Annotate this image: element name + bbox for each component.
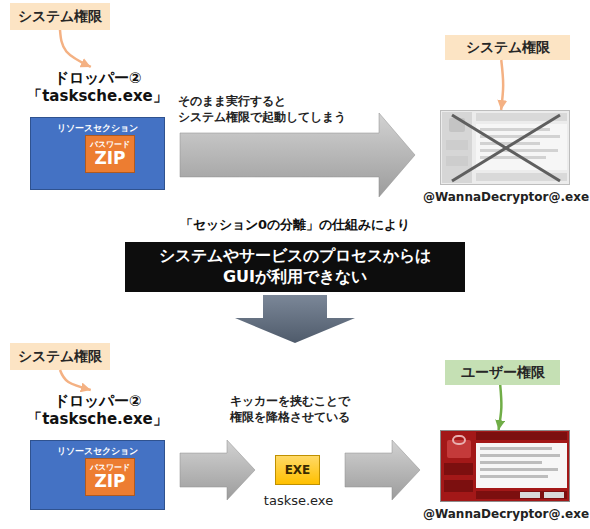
screenshot-faded <box>440 110 570 185</box>
screenshot-box: @WannaDecryptor@.exe <box>440 110 570 185</box>
text-line <box>480 454 560 457</box>
privilege-label: システム権限 <box>18 348 102 366</box>
timer-box <box>444 480 473 492</box>
screen-bg <box>440 110 570 185</box>
privilege-arrow <box>60 370 91 390</box>
file-name: @WannaDecryptor@.exe <box>416 507 590 521</box>
zip-title: ZIP <box>94 149 125 168</box>
screen-content <box>476 124 567 170</box>
band-heading: 「セッション0の分離」の仕組みにより <box>85 216 505 234</box>
privilege-label: システム権限 <box>466 39 550 57</box>
lock-shackle <box>453 436 465 444</box>
privilege-label: ユーザー権限 <box>461 364 545 382</box>
text-line <box>480 149 558 152</box>
note-band: 「セッション0の分離」の仕組みによりシステムやサービスのプロセスからは GUIが… <box>125 242 465 292</box>
privilege-tag: システム権限 <box>10 343 110 370</box>
down-arrow <box>235 295 355 343</box>
note-label: キッカーを挟むことで 権限を降格させている <box>205 393 375 425</box>
screenshot-ransom <box>440 430 570 502</box>
privilege-tag: システム権限 <box>445 35 570 60</box>
privilege-tag: システム権限 <box>10 3 110 30</box>
privilege-tag: ユーザー権限 <box>445 360 560 385</box>
screen-content <box>476 443 567 488</box>
lock-icon <box>447 440 471 458</box>
dropper-box: ドロッパー② 「tasksche.exe」リソースセクションパスワードZIP <box>30 390 165 510</box>
block-arrow <box>345 440 420 500</box>
timer-box <box>446 156 468 166</box>
text-line <box>480 447 552 450</box>
cross-mark <box>452 115 560 181</box>
exe-box: EXEtaskse.exe <box>275 455 320 485</box>
text-line <box>480 135 560 138</box>
edge-label: そのまま実行すると システム権限で起動してしまう <box>178 93 393 125</box>
timer-box <box>446 140 468 150</box>
timer-box <box>444 463 473 475</box>
band-text: システムやサービスのプロセスからは GUIが利用できない <box>130 246 460 288</box>
screen-header <box>476 432 567 440</box>
privilege-arrow <box>501 60 503 110</box>
dropper-box: ドロッパー② 「tasksche.exe」リソースセクションパスワードZIP <box>30 67 165 190</box>
dropper-title: ドロッパー② 「tasksche.exe」 <box>20 69 175 106</box>
zip-title: ZIP <box>94 472 125 491</box>
section-label: リソースセクション <box>31 441 164 458</box>
text-line <box>480 461 542 464</box>
zip-caption: パスワード <box>90 140 130 150</box>
zip-caption: パスワード <box>90 463 130 473</box>
screen-bg <box>440 430 570 502</box>
privilege-arrow <box>499 385 502 430</box>
privilege-arrow <box>60 30 91 67</box>
file-name: @WannaDecryptor@.exe <box>416 190 590 204</box>
block-arrow <box>180 113 415 197</box>
text-line <box>480 468 558 471</box>
screen-button <box>544 492 564 498</box>
file-name: taskse.exe <box>241 493 356 508</box>
zip-box: パスワードZIP <box>85 135 135 173</box>
zip-box: パスワードZIP <box>85 458 135 496</box>
exe-icon-text: EXE <box>285 463 311 477</box>
screenshot-box: @WannaDecryptor@.exe <box>440 430 570 502</box>
block-arrow <box>180 440 255 500</box>
screen-button <box>520 492 540 498</box>
text-line <box>480 475 548 478</box>
cross-mark <box>452 115 560 181</box>
dropper-title: ドロッパー② 「tasksche.exe」 <box>20 392 175 429</box>
privilege-label: システム権限 <box>18 8 102 26</box>
section-label: リソースセクション <box>31 118 164 135</box>
screen-buttons <box>476 491 567 499</box>
